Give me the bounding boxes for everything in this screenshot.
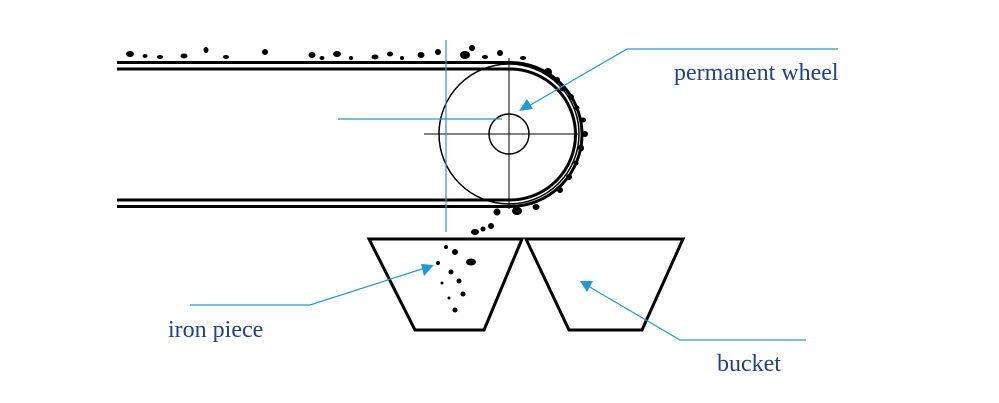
iron-piece [582, 131, 588, 137]
iron-pieces-in-bucket [436, 245, 476, 313]
leader-lines [190, 48, 838, 341]
iron-piece [480, 226, 486, 232]
iron-piece [180, 53, 188, 59]
bucket-label: bucket [717, 351, 781, 377]
wheel-arrowhead [519, 99, 533, 111]
iron-piece [578, 144, 584, 152]
wheel-leader-line [526, 48, 838, 108]
bucket-arrowhead [580, 281, 593, 292]
iron-piece [452, 307, 458, 313]
iron-piece [262, 49, 268, 55]
iron-piece [387, 51, 393, 57]
iron-piece [417, 52, 425, 58]
iron-piece [493, 208, 501, 216]
iron-piece [574, 105, 580, 111]
iron-piece [444, 245, 448, 249]
iron-piece [488, 223, 494, 229]
iron-piece [349, 56, 353, 60]
iron-piece [435, 49, 441, 55]
iron-piece [223, 55, 229, 59]
iron-piece [203, 47, 209, 53]
iron-piece-arrowhead [421, 264, 434, 276]
iron-piece [532, 204, 540, 210]
iron-piece [440, 281, 444, 285]
iron-piece [512, 207, 522, 215]
iron-piece [157, 55, 163, 59]
iron-piece [560, 86, 566, 92]
bucket-left [366, 237, 525, 332]
iron-piece [557, 187, 563, 193]
iron-piece [456, 278, 462, 284]
iron-piece [371, 54, 379, 60]
iron-piece [466, 258, 476, 266]
iron-piece [482, 55, 488, 59]
iron-piece [447, 296, 451, 300]
iron-pieces-on-wheel [471, 68, 588, 235]
iron-pieces-on-belt [126, 45, 526, 60]
belt-outer-line [117, 61, 584, 208]
iron-piece [554, 77, 560, 83]
iron-piece [460, 291, 466, 297]
iron-piece [460, 51, 470, 59]
iron-piece [544, 68, 552, 76]
iron-piece [126, 51, 134, 57]
leader-arrowheads [421, 99, 593, 292]
iron-piece [469, 45, 475, 51]
iron-piece [436, 261, 440, 265]
iron-piece [497, 50, 503, 56]
iron-piece-leader-line [190, 267, 426, 306]
iron-piece [448, 269, 454, 275]
iron-piece [452, 249, 458, 255]
iron-piece [573, 160, 579, 166]
iron-piece [520, 56, 526, 60]
blue-guide-lines [338, 40, 502, 232]
iron-piece [580, 117, 586, 123]
iron-piece [333, 51, 341, 57]
buckets [366, 237, 686, 332]
iron-piece [319, 56, 325, 60]
iron-piece [308, 52, 316, 58]
iron-piece [400, 56, 404, 60]
iron-piece-label: iron piece [168, 317, 264, 343]
bucket-leader-line [587, 285, 806, 341]
permanent-wheel [424, 58, 580, 209]
iron-piece [566, 174, 572, 180]
permanent-wheel-label: permanent wheel [674, 60, 839, 86]
iron-piece [568, 94, 574, 100]
bucket-right [523, 237, 686, 332]
iron-piece [142, 54, 148, 58]
iron-piece [471, 229, 479, 235]
